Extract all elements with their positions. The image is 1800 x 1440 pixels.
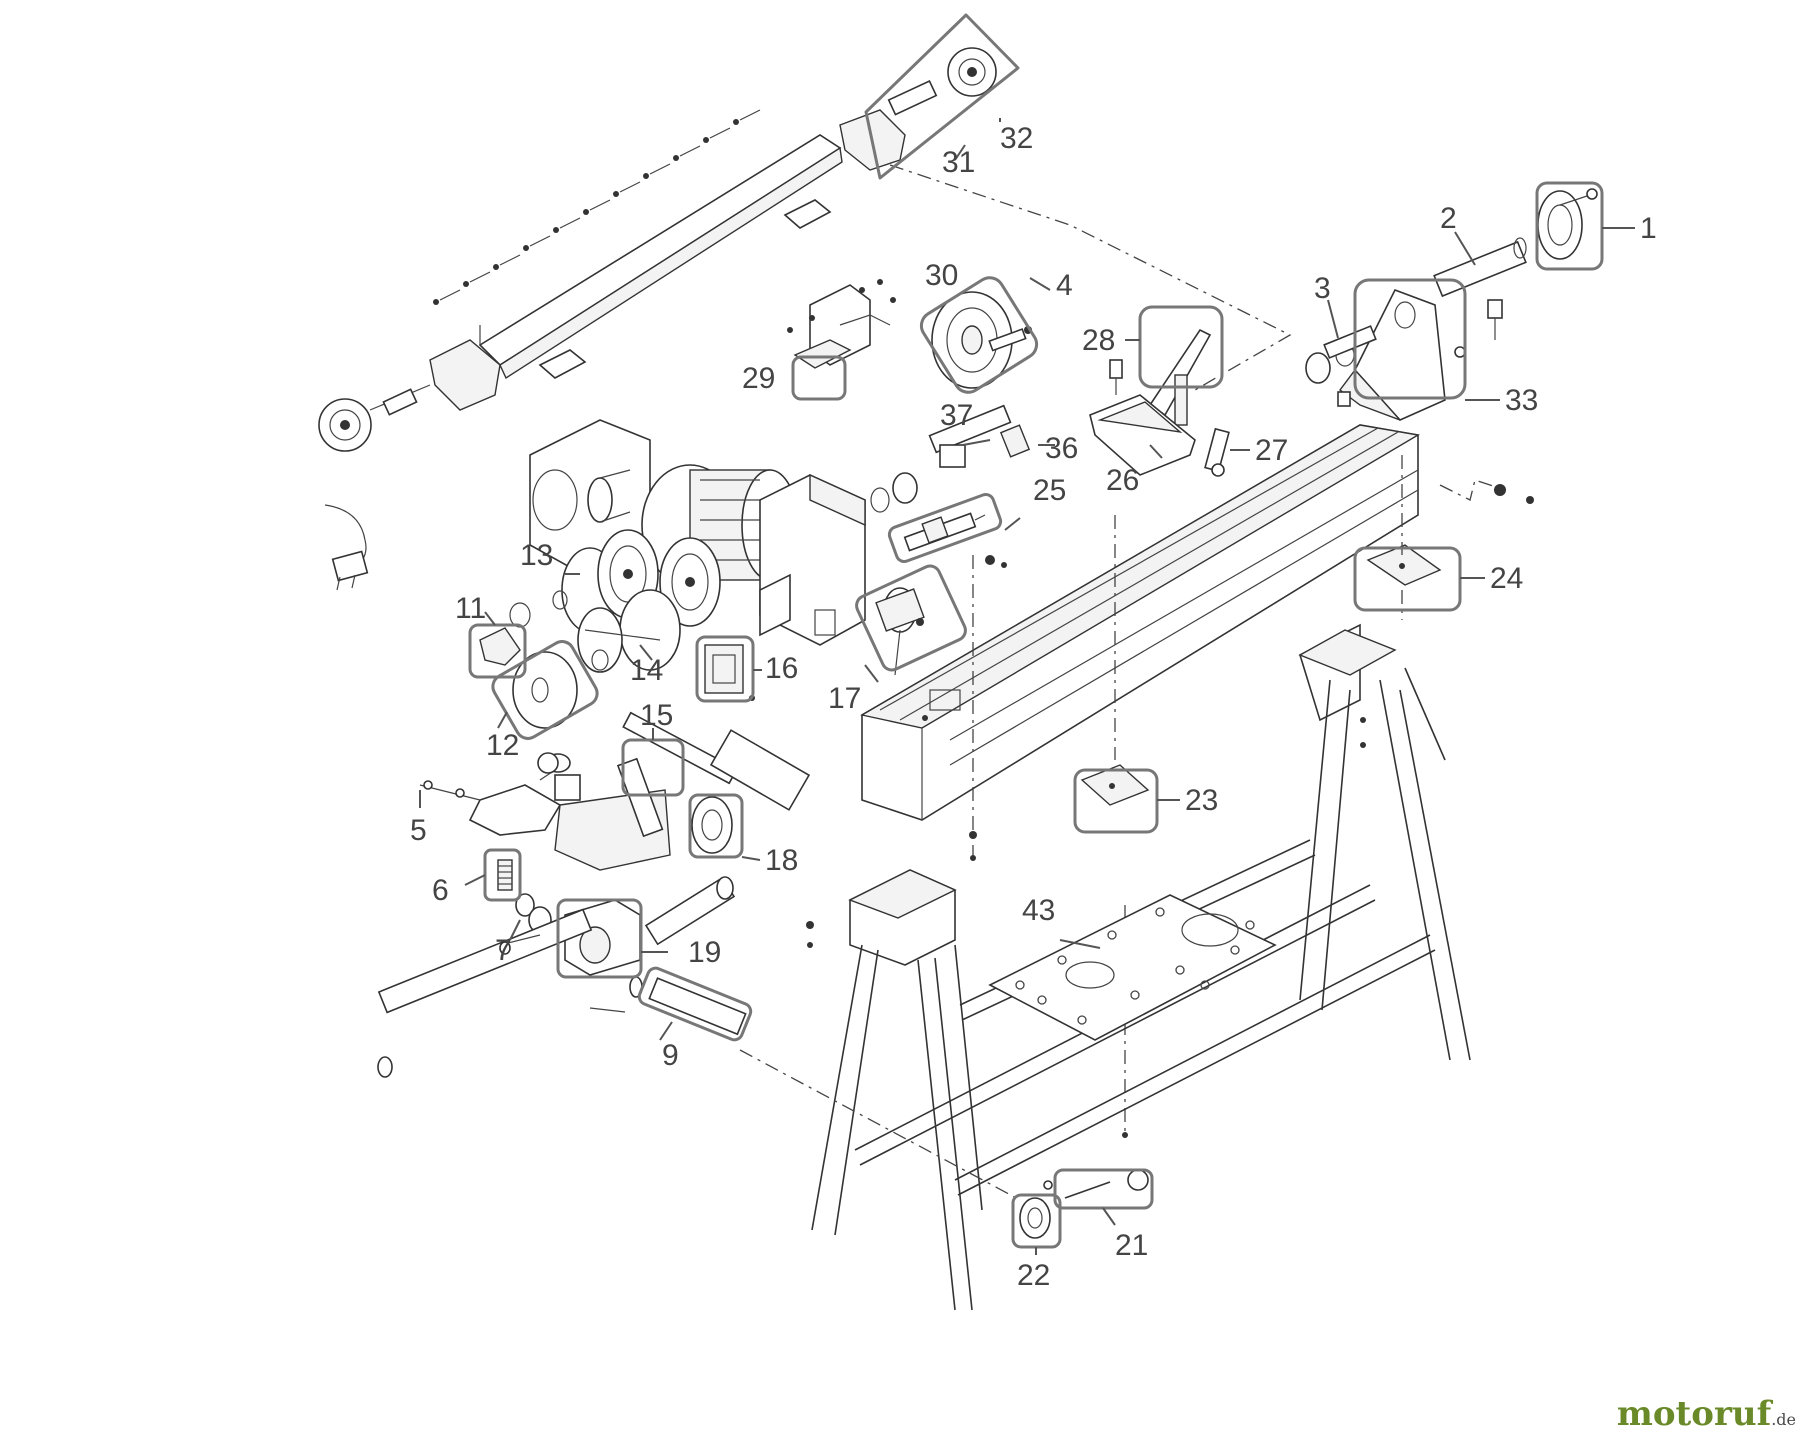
label-26: 26 — [1106, 464, 1139, 497]
label-32: 32 — [1000, 122, 1033, 155]
label-33: 33 — [1505, 384, 1538, 417]
label-13: 13 — [520, 539, 553, 572]
label-18: 18 — [765, 844, 798, 877]
label-14: 14 — [630, 654, 663, 687]
bracket-29 — [787, 279, 896, 369]
label-23: 23 — [1185, 784, 1218, 817]
headstock-housing — [759, 473, 866, 646]
label-5: 5 — [410, 814, 427, 847]
pulley-disc-30 — [931, 291, 1032, 389]
label-21: 21 — [1115, 1229, 1148, 1262]
top-rail-assembly — [318, 109, 843, 452]
label-11: 11 — [455, 592, 486, 625]
label-27: 27 — [1255, 434, 1288, 467]
leader-lines — [419, 118, 1635, 1255]
label-15: 15 — [640, 699, 673, 732]
label-22: 22 — [1017, 1259, 1050, 1292]
label-3: 3 — [1314, 272, 1331, 305]
part-labels: 1 2 3 4 5 6 7 9 11 12 13 14 15 16 17 18 … — [410, 122, 1657, 1292]
label-4: 4 — [1056, 269, 1073, 302]
banjo-assembly — [377, 711, 811, 1078]
pulleys-and-belt — [509, 529, 721, 673]
label-6: 6 — [432, 874, 449, 907]
label-7: 7 — [495, 934, 512, 967]
label-9: 9 — [662, 1039, 679, 1072]
drive-shaft-parts — [870, 404, 1031, 552]
lathe-bed — [860, 424, 1420, 821]
spindle-assembly — [875, 587, 925, 676]
handle-parts — [1019, 1169, 1149, 1239]
brand-logo: motoruf.de — [1617, 1394, 1796, 1434]
label-28: 28 — [1082, 324, 1115, 357]
label-25: 25 — [1033, 474, 1066, 507]
power-cord — [324, 504, 369, 591]
label-36: 36 — [1045, 432, 1078, 465]
tool-rest-assembly — [1089, 328, 1230, 477]
label-16: 16 — [765, 652, 798, 685]
label-12: 12 — [486, 729, 519, 762]
face-plate-parts — [479, 627, 578, 729]
label-1: 1 — [1640, 212, 1657, 245]
label-29: 29 — [742, 362, 775, 395]
label-37: 37 — [940, 399, 973, 432]
label-19: 19 — [688, 936, 721, 969]
label-43: 43 — [1022, 894, 1055, 927]
label-30: 30 — [925, 259, 958, 292]
label-24: 24 — [1490, 562, 1523, 595]
label-17: 17 — [828, 682, 861, 715]
label-31: 31 — [942, 146, 975, 179]
logo-text: motoruf — [1616, 1394, 1772, 1434]
label-2: 2 — [1440, 202, 1457, 235]
bottom-shelf-43 — [988, 894, 1277, 1041]
switch-box — [704, 644, 755, 701]
logo-suffix: .de — [1771, 1410, 1796, 1429]
